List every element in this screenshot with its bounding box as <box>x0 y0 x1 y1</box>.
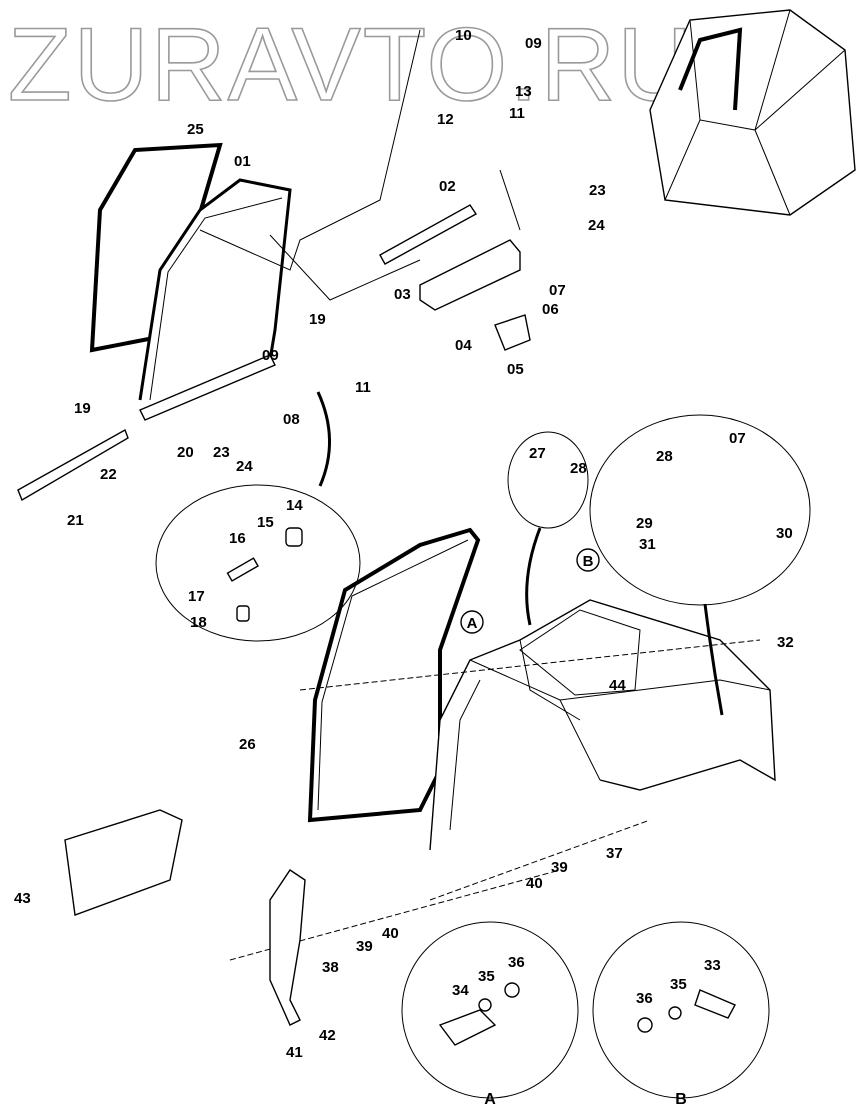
detail-circle-a <box>401 921 579 1099</box>
callout: 43 <box>14 890 31 907</box>
callout: 03 <box>394 286 411 303</box>
svg-text:A: A <box>467 615 478 632</box>
callout: 10 <box>455 27 472 44</box>
callout: 06 <box>542 301 559 318</box>
callout: 40 <box>526 875 543 892</box>
callout: 14 <box>286 497 303 514</box>
marker-a: A <box>460 610 484 634</box>
callout: 44 <box>609 677 626 694</box>
cab-thumbnail <box>649 9 856 216</box>
callout: 26 <box>239 736 256 753</box>
callout: 11 <box>355 379 371 396</box>
lower-rail <box>17 428 129 502</box>
callout: 30 <box>776 525 793 542</box>
marker-b: B <box>576 548 600 572</box>
callout: 09 <box>262 347 279 364</box>
callout: 25 <box>187 121 204 138</box>
callout: 23 <box>213 444 230 461</box>
callout: 15 <box>257 514 274 531</box>
detail-caption-a: A <box>484 1091 496 1108</box>
callout: 23 <box>589 182 606 199</box>
callout: 37 <box>606 845 623 862</box>
callout: 35 <box>670 976 687 993</box>
callout: 22 <box>100 466 117 483</box>
callout: 39 <box>551 859 568 876</box>
callout: 21 <box>67 512 84 529</box>
callout: 09 <box>525 35 542 52</box>
door-seal <box>307 527 481 823</box>
callout: 17 <box>188 588 205 605</box>
callout-labels: 10 09 13 11 12 25 01 02 23 24 07 03 06 1… <box>14 27 794 1061</box>
watermark: ZURAVTO.RU <box>8 7 694 123</box>
callout: 19 <box>74 400 91 417</box>
callout: 18 <box>190 614 207 631</box>
rail <box>139 354 276 421</box>
callout: 01 <box>234 153 251 170</box>
callout: 02 <box>439 178 456 195</box>
callout: 12 <box>437 111 454 128</box>
callout: 11 <box>509 105 525 122</box>
callout: 28 <box>570 460 587 477</box>
callout: 32 <box>777 634 794 651</box>
latch-block <box>494 314 531 351</box>
callout: 39 <box>356 938 373 955</box>
callout: 07 <box>729 430 746 447</box>
glass-panel <box>64 809 183 916</box>
callout: 07 <box>549 282 566 299</box>
callout: 31 <box>639 536 656 553</box>
callout: 41 <box>286 1044 303 1061</box>
callout: 08 <box>283 411 300 428</box>
pillar-cover <box>269 869 306 1026</box>
callout: 19 <box>309 311 326 328</box>
callout: 29 <box>636 515 653 532</box>
window-frame <box>138 178 292 401</box>
callout: 27 <box>529 445 546 462</box>
detail-caption-b: B <box>675 1091 687 1108</box>
callout: 34 <box>452 982 469 999</box>
callout: 13 <box>515 83 532 100</box>
detail-circle-pin <box>155 484 361 642</box>
callout: 33 <box>704 957 721 974</box>
callout: 36 <box>508 954 525 971</box>
callout: 16 <box>229 530 246 547</box>
callout: 36 <box>636 990 653 1007</box>
upper-rail <box>379 204 478 265</box>
callout: 38 <box>322 959 339 976</box>
detail-circle-b <box>592 921 770 1099</box>
callout: 28 <box>656 448 673 465</box>
svg-text:B: B <box>583 553 594 570</box>
callout: 24 <box>588 217 605 234</box>
callout: 42 <box>319 1027 336 1044</box>
callout: 35 <box>478 968 495 985</box>
callout: 05 <box>507 361 524 378</box>
callout: 24 <box>236 458 253 475</box>
callout: 20 <box>177 444 194 461</box>
callout: 40 <box>382 925 399 942</box>
callout: 04 <box>455 337 472 354</box>
slider-block <box>419 239 521 311</box>
